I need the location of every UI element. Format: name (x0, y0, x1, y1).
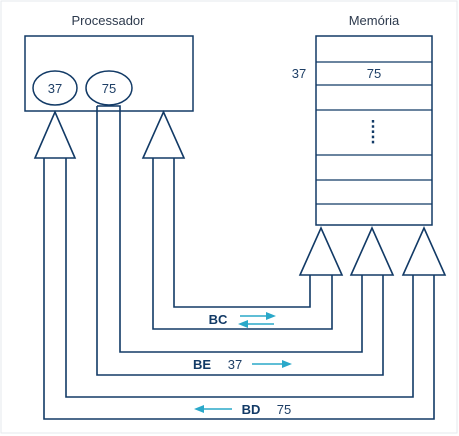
data-bus-memory-arrow (401, 226, 447, 276)
control-bus (141, 110, 344, 330)
data-bus-flow-arrow (194, 405, 232, 413)
address-bus-flow-arrow (252, 360, 292, 368)
control-bus-memory-arrow (298, 226, 344, 276)
memory-title: Memória (349, 13, 400, 28)
processor-title: Processador (72, 13, 146, 28)
memory-address-label: 37 (292, 66, 306, 81)
register-a-value: 37 (48, 81, 62, 96)
register-b (85, 70, 133, 106)
control-bus-label: BC (209, 312, 228, 327)
data-bus-label: BD (242, 402, 261, 417)
memory-cell-value: 75 (367, 66, 381, 81)
memory-cell-dividers (316, 61, 432, 205)
register-b-value: 75 (102, 81, 116, 96)
data-bus-value: 75 (277, 402, 291, 417)
address-bus (96, 105, 395, 376)
address-bus-label: BE (193, 357, 211, 372)
data-bus-processor-arrow (33, 109, 77, 159)
control-bus-processor-arrow (141, 110, 186, 159)
address-bus-value: 37 (228, 357, 242, 372)
data-bus (33, 109, 447, 420)
address-bus-memory-arrow (349, 226, 395, 276)
control-bus-flow-arrows (238, 312, 276, 328)
register-a (32, 70, 78, 106)
